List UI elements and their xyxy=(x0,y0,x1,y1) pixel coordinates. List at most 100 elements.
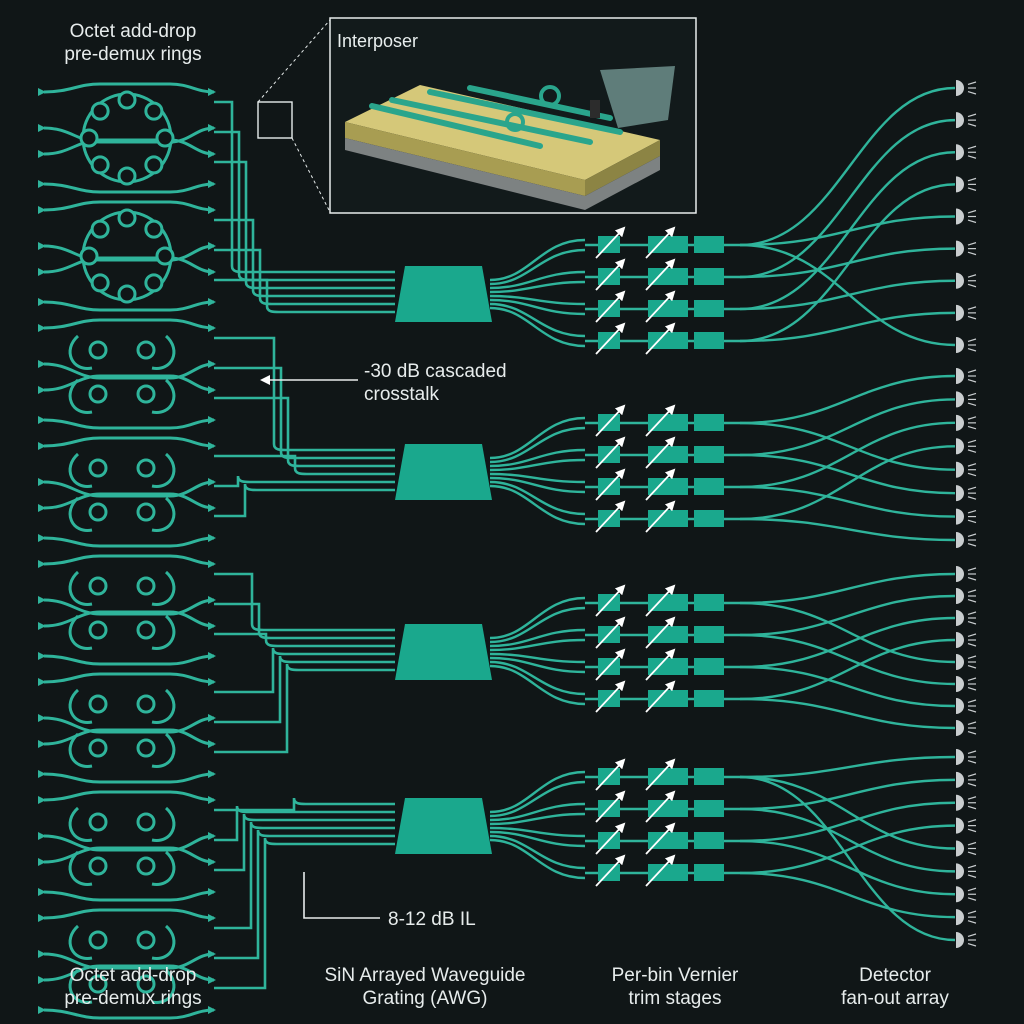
detector-ray xyxy=(967,887,977,892)
tuning-arrow xyxy=(645,404,676,437)
bus-waveguide xyxy=(37,790,216,805)
drop-loop xyxy=(68,452,93,488)
fanout-waveguide xyxy=(739,453,956,495)
detector-ray xyxy=(967,773,977,777)
bus-waveguide xyxy=(37,138,216,159)
detector-ray xyxy=(967,805,977,810)
detector-ray xyxy=(967,145,977,150)
drop-loop xyxy=(151,924,176,960)
routing-waveguide xyxy=(214,218,395,298)
microring xyxy=(79,128,99,148)
bus-waveguide xyxy=(37,949,216,970)
photodetector xyxy=(956,720,977,736)
tuning-arrow xyxy=(645,584,676,617)
detector-body xyxy=(956,863,964,880)
routing-waveguide xyxy=(214,278,395,314)
microring xyxy=(136,384,156,404)
tuning-arrow xyxy=(645,226,676,259)
tuning-arrow xyxy=(595,500,626,533)
detector-body xyxy=(956,566,964,582)
detector-ray xyxy=(967,251,977,256)
awg-output-waveguide xyxy=(489,416,586,460)
detector-ray xyxy=(967,509,977,514)
detector-ray xyxy=(967,315,977,320)
tuning-arrow xyxy=(595,854,626,887)
drop-loop xyxy=(68,378,93,414)
microring xyxy=(88,856,108,876)
awg-output-waveguide xyxy=(489,656,586,674)
drop-loop xyxy=(68,688,93,724)
detector-ray xyxy=(967,828,977,833)
fanout-waveguide xyxy=(739,421,956,471)
zoom-line xyxy=(257,19,331,103)
microring xyxy=(88,620,108,640)
photodetector xyxy=(956,508,977,525)
rings-label-top-line1: Octet add-drop xyxy=(69,21,197,42)
detector-ray xyxy=(967,643,977,647)
rings-label-bottom: Octet add-drop pre-demux rings xyxy=(28,964,238,1010)
detector-ray xyxy=(967,496,977,500)
photodetector xyxy=(956,485,977,502)
bus-waveguide xyxy=(37,241,216,262)
detector-ray xyxy=(967,472,977,477)
insertion-loss-leader xyxy=(303,872,380,919)
drop-loop xyxy=(151,570,176,606)
microring xyxy=(136,738,156,758)
drop-loop xyxy=(68,924,93,960)
ring-cluster xyxy=(37,200,216,312)
detector-ray xyxy=(967,439,977,444)
detector-ray xyxy=(967,306,977,310)
tuning-arrow xyxy=(595,290,626,323)
detector-ray xyxy=(967,677,977,681)
microring xyxy=(117,166,137,186)
drop-loop xyxy=(151,452,176,488)
rings-label-bottom-line1: Octet add-drop xyxy=(69,965,197,986)
bus-waveguide xyxy=(37,595,216,616)
bus-waveguide xyxy=(37,123,216,144)
detector-ray xyxy=(967,611,977,615)
microring xyxy=(117,90,137,110)
detector-ray xyxy=(967,897,977,901)
awg-label: SiN Arrayed Waveguide Grating (AWG) xyxy=(290,964,560,1010)
ring-cluster xyxy=(37,82,216,194)
fanout-waveguide xyxy=(739,86,956,247)
detector-body xyxy=(956,144,964,161)
vernier-heater xyxy=(648,510,688,527)
vernier-heater xyxy=(648,800,688,817)
detector-ray xyxy=(967,416,977,420)
vernier-heater xyxy=(648,236,688,253)
awg-output-waveguide xyxy=(489,448,586,468)
routing-waveguide xyxy=(214,805,395,842)
tuning-arrow xyxy=(595,436,626,469)
routing-waveguide xyxy=(214,632,395,648)
bus-waveguide xyxy=(37,908,216,923)
photodetector xyxy=(956,368,977,384)
detector-ray xyxy=(967,910,977,915)
detector-body xyxy=(956,532,964,548)
microring xyxy=(79,246,99,266)
routing-waveguide xyxy=(214,837,395,990)
microring xyxy=(136,340,156,360)
bus-waveguide xyxy=(37,179,216,194)
interposer-side-layer xyxy=(345,122,585,196)
bus-waveguide xyxy=(37,415,216,430)
awg-block xyxy=(395,624,492,680)
interposer-inset xyxy=(329,17,697,214)
awg-array xyxy=(395,266,492,854)
awg-output-waveguide xyxy=(489,834,586,870)
tuning-arrow xyxy=(595,468,626,501)
ring-cluster xyxy=(37,908,216,1020)
vernier-output-block xyxy=(694,658,724,675)
fanout-waveguide xyxy=(739,445,956,521)
vernier-output-block xyxy=(694,690,724,707)
vernier-output-block xyxy=(694,236,724,253)
detector-ray xyxy=(967,599,977,603)
detector-body xyxy=(956,414,964,431)
tuning-arrow xyxy=(645,500,676,533)
detector-body xyxy=(956,588,964,604)
detector-ray xyxy=(967,841,977,846)
vernier-output-block xyxy=(694,332,724,349)
awg-output-waveguide xyxy=(489,480,586,516)
detector-ray xyxy=(967,543,977,547)
detector-label-line1: Detector xyxy=(859,965,931,986)
